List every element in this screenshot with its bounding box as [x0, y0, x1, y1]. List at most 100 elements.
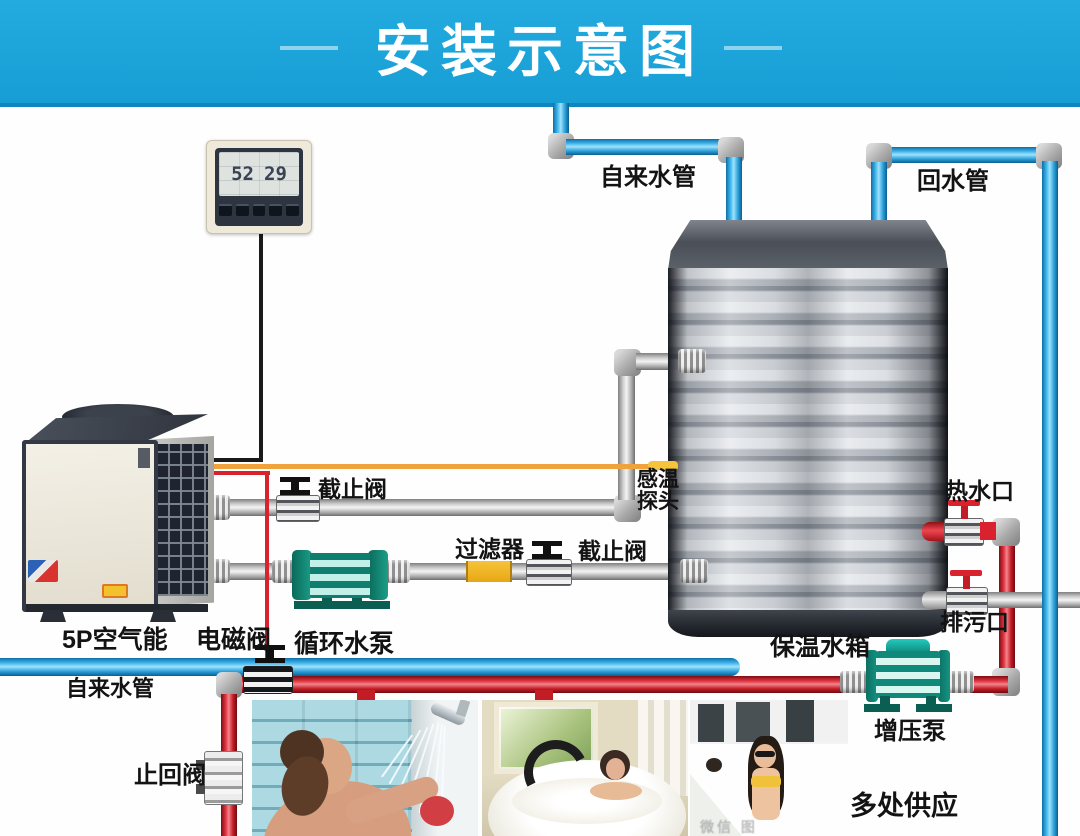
solenoid-feed-wire-vertical: [265, 471, 269, 662]
title-dash-right: [724, 46, 782, 50]
stop-valve-lower-icon: [532, 541, 562, 560]
hot-tee-bath: [535, 690, 553, 702]
lcd-reading-right: 29: [264, 163, 287, 185]
building-opening: [786, 700, 814, 742]
label-circulation-pump: 循环水泵: [294, 630, 395, 658]
pump-leg: [322, 594, 332, 602]
stop-valve-upper-icon: [280, 477, 310, 496]
lcd-reading-left: 52: [231, 163, 254, 185]
label-drain-port: 排污口: [940, 609, 1009, 635]
label-hot-water-port: 热水口: [945, 478, 1014, 504]
label-tap-water-top: 自来水管: [600, 164, 696, 191]
bather-shoulders: [590, 782, 642, 800]
title-banner: 安装示意图: [0, 0, 1080, 107]
circulation-pump: [310, 553, 370, 598]
circulation-pump-cap: [292, 550, 312, 600]
insulated-water-tank: [668, 268, 948, 612]
pipe-coupling: [946, 671, 974, 693]
filter: [466, 561, 512, 582]
page-title: 安装示意图: [375, 19, 705, 83]
temperature-controller: 52 29: [206, 140, 312, 234]
pump-leg: [352, 594, 362, 602]
label-check-valve: 止回阀: [134, 762, 206, 789]
hot-tee-shower: [357, 690, 375, 702]
pump-leg: [880, 696, 890, 705]
pump-base: [916, 704, 952, 712]
red-sponge: [420, 796, 454, 826]
label-stop-valve-lower: 截止阀: [578, 538, 647, 564]
base-rail: [26, 604, 208, 612]
pump-leg: [926, 696, 936, 705]
pool-photo: [690, 700, 848, 836]
label-tap-water-bottom: 自来水管: [66, 676, 155, 701]
pipe-coupling: [840, 671, 868, 693]
tank-inlet-nozzle: [678, 349, 706, 373]
pump-base: [864, 704, 900, 712]
pump-base: [294, 601, 390, 609]
controller-button: [269, 204, 283, 216]
hot-supply-riser: [999, 546, 1015, 676]
controller-wire-horizontal: [204, 458, 263, 462]
temp-sensor-probe: [648, 461, 678, 470]
warning-sticker: [102, 584, 128, 598]
yellow-bikini: [751, 776, 781, 787]
temp-sensor-wire: [198, 464, 678, 469]
tank-top: [668, 220, 948, 270]
stop-valve-upper: [276, 495, 320, 522]
heat-pump-foot: [40, 610, 66, 622]
brand-sticker: [28, 560, 58, 582]
label-temp-probe: 感温 探头: [637, 469, 679, 513]
tap-water-main-pipe: [0, 658, 740, 676]
check-valve: [196, 751, 243, 805]
controller-buttons: [219, 204, 299, 220]
tap-water-pipe-top-run: [566, 139, 734, 155]
label-filter: 过滤器: [455, 536, 524, 562]
booster-pump: [876, 651, 940, 698]
stop-valve-lower: [526, 559, 572, 586]
title-dash-left: [280, 46, 338, 50]
controller-button: [286, 204, 299, 216]
booster-pump-wing: [938, 650, 950, 702]
building-opening: [698, 704, 724, 742]
label-stop-valve-upper: 截止阀: [318, 476, 387, 502]
watermark: 微信 图: [700, 819, 758, 835]
drain-valve: [946, 587, 988, 615]
pipe-elbow: [216, 672, 242, 698]
heat-pump-front-panel: [22, 440, 158, 612]
label-heat-pump: 5P空气能: [62, 626, 168, 654]
circulation-pump-cap: [368, 550, 388, 600]
label-tank: 保温水箱: [770, 633, 871, 661]
shower-photo: [252, 700, 478, 836]
vent-grille: [156, 444, 208, 596]
label-multi-supply: 多处供应: [850, 791, 958, 821]
solenoid-feed-wire-horizontal: [204, 471, 270, 475]
heat-pump-foot: [150, 610, 176, 622]
hot-water-nozzle: [922, 522, 948, 541]
booster-pump-wing: [866, 650, 878, 702]
controller-button: [252, 204, 266, 216]
return-pipe-top-run: [872, 147, 1058, 163]
hot-water-stub: [980, 522, 996, 540]
side-vent: [138, 448, 150, 468]
tap-water-pipe-tank-inlet: [726, 157, 742, 232]
label-temp-probe-line1: 感温: [637, 468, 679, 491]
hot-water-valve: [944, 518, 984, 546]
bather-face: [606, 758, 625, 780]
tank-bottom: [668, 610, 948, 637]
controller-button: [219, 204, 232, 216]
pipe-coupling: [272, 560, 296, 583]
controller-lcd: 52 29: [219, 152, 299, 196]
pipe-elbow: [992, 518, 1020, 546]
solenoid-valve: [243, 666, 293, 694]
hot-distribution-pipe: [228, 676, 1008, 693]
label-booster-pump: 增压泵: [874, 718, 946, 745]
hot-water-valve-handle: [948, 500, 980, 519]
controller-panel: 52 29: [215, 148, 303, 226]
bathtub-photo: [482, 700, 688, 836]
booster-pump-top: [886, 639, 930, 653]
solenoid-valve-icon: [255, 645, 285, 664]
tank-outlet-nozzle: [680, 559, 708, 583]
drain-valve-handle: [950, 570, 982, 589]
pipe-coupling: [386, 560, 410, 583]
